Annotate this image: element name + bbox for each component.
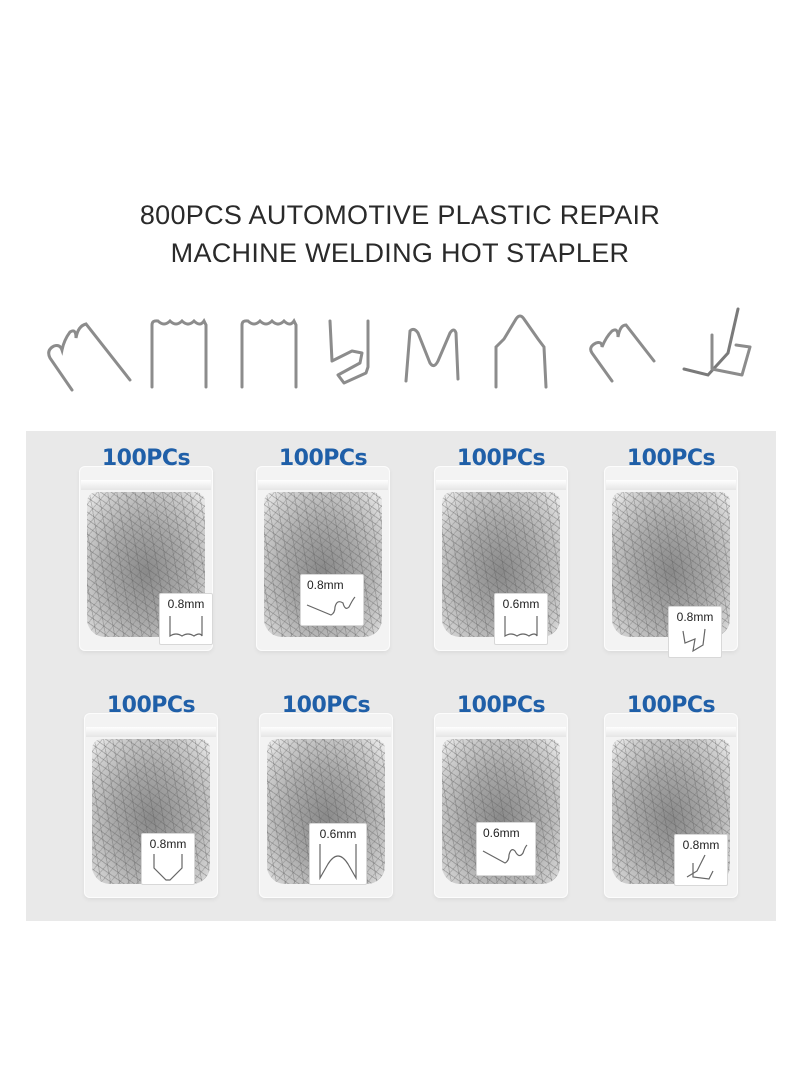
- size-label: 0.8mm: [674, 834, 728, 886]
- flat-wave-staple-icon: [150, 318, 208, 389]
- v-staple-icon: [153, 854, 183, 881]
- inverted-v-staple-icon: [494, 314, 548, 389]
- m-staple-icon: [404, 327, 460, 383]
- product-title: 800PCS AUTOMOTIVE PLASTIC REPAIR MACHINE…: [0, 196, 800, 272]
- wire-size: 0.6mm: [483, 826, 520, 840]
- staple-bag: 100PCs 0.6mm: [426, 446, 576, 651]
- staple-bag: 100PCs 0.8mm: [76, 693, 226, 898]
- inside-corner-staple-icon: [682, 307, 752, 377]
- staple-types-row: [0, 305, 800, 405]
- bag-count: 100PCs: [626, 693, 716, 718]
- flat-wave-staple-icon: [240, 318, 298, 389]
- size-label: 0.6mm: [476, 822, 536, 876]
- wire-size: 0.8mm: [676, 610, 714, 624]
- bag-count: 100PCs: [278, 446, 368, 471]
- bag-count: 100PCs: [456, 446, 546, 471]
- bag-count: 100PCs: [101, 446, 191, 471]
- bag-count: 100PCs: [281, 693, 371, 718]
- staple-bag: 100PCs 0.8mm: [71, 446, 221, 651]
- wire-size: 0.8mm: [307, 578, 344, 592]
- wave-corner-staple-icon: [589, 323, 656, 383]
- wave-corner-staple-icon: [682, 628, 706, 653]
- staple-bag: 100PCs 0.8mm: [596, 446, 746, 658]
- wave-corner-staple-icon: [47, 322, 132, 392]
- inside-corner-staple-icon: [686, 854, 714, 880]
- wire-size: 0.8mm: [167, 597, 205, 611]
- title-line-1: 800PCS AUTOMOTIVE PLASTIC REPAIR: [139, 200, 661, 230]
- s-corner-staple-icon: [306, 596, 356, 616]
- s-corner-staple-icon: [328, 319, 370, 385]
- size-label: 0.8mm: [300, 574, 364, 626]
- staple-bag: 100PCs 0.6mm: [251, 693, 401, 898]
- wire-size: 0.8mm: [682, 838, 720, 852]
- bag-count: 100PCs: [106, 693, 196, 718]
- staple-bag: 100PCs 0.8mm: [596, 693, 746, 898]
- staple-bag: 100PCs 0.8mm: [248, 446, 398, 651]
- bags-panel: 100PCs 0.8mm 100PCs 0.8mm 100PCs 0.6mm 1…: [26, 431, 776, 921]
- flat-wave-staple-icon: [169, 616, 203, 638]
- bag-count: 100PCs: [456, 693, 546, 718]
- wire-size: 0.6mm: [502, 597, 540, 611]
- wire-size: 0.8mm: [149, 837, 187, 851]
- staple-bag: 100PCs 0.6mm: [426, 693, 576, 898]
- size-label: 0.8mm: [159, 593, 213, 645]
- wire-size: 0.6mm: [319, 827, 357, 841]
- size-label: 0.6mm: [309, 823, 367, 885]
- title-line-2: MACHINE WELDING HOT STAPLER: [170, 238, 630, 268]
- flat-wave-staple-icon: [504, 616, 538, 638]
- size-label: 0.6mm: [494, 593, 548, 645]
- inverted-v-staple-icon: [319, 844, 357, 880]
- size-label: 0.8mm: [141, 833, 195, 885]
- bag-count: 100PCs: [626, 446, 716, 471]
- size-label: 0.8mm: [668, 606, 722, 658]
- s-corner-staple-icon: [482, 844, 528, 864]
